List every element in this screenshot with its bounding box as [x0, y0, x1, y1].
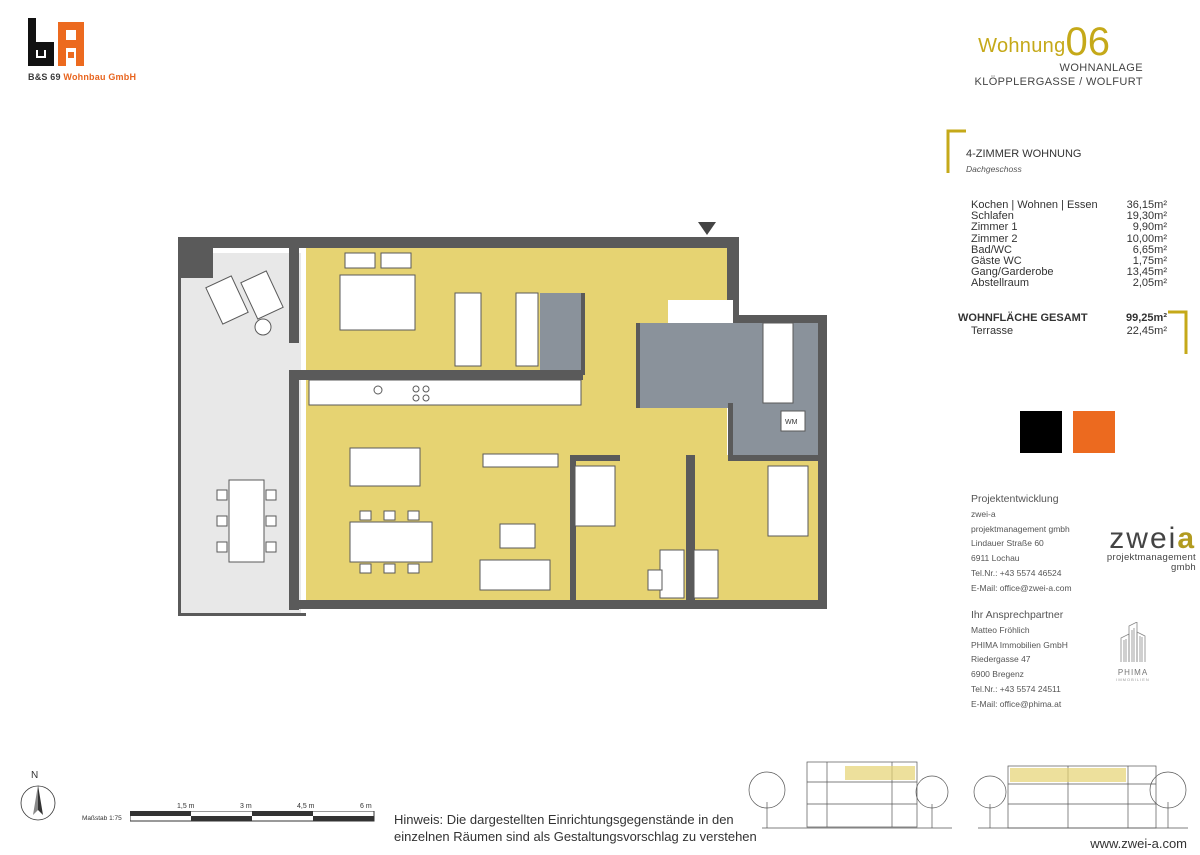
area-room: Zimmer 1: [971, 221, 1018, 234]
agent-heading: Ihr Ansprechpartner: [971, 609, 1064, 621]
company-logo: [28, 18, 88, 66]
note-line-2: einzelnen Räumen sind als Gestaltungsvor…: [394, 829, 757, 844]
company-name-main: B&S 69: [28, 72, 61, 82]
bed-master: [339, 274, 416, 331]
developer-line: 6911 Lochau: [971, 553, 1020, 564]
company-name-accent: Wohnbau GmbH: [63, 72, 137, 82]
area-row: Kochen | Wohnen | Essen 36,15m²: [971, 199, 1167, 211]
wm-label: WM: [785, 419, 798, 426]
contact-line: 6900 Bregenz: [971, 669, 1024, 680]
scale-bar: [130, 811, 375, 822]
bs69-logo-mark: [28, 18, 84, 66]
contact-line: E-Mail: office@phima.at: [971, 698, 1062, 709]
total-label: WOHNFLÄCHE GESAMT: [958, 312, 1088, 324]
area-row: Gang/Garderobe 13,45m²: [971, 267, 1167, 278]
total-bracket: [1168, 310, 1188, 354]
dining-table: [349, 521, 433, 563]
north-label: N: [31, 770, 39, 781]
area-value: 36,15m²: [1126, 199, 1167, 211]
unit-floor: Dachgeschoss: [966, 164, 1022, 174]
apartment-title: Wohnung 06: [978, 22, 1110, 62]
area-table: Kochen | Wohnen | Essen 36,15m² Schlafen 19…: [971, 199, 1167, 290]
scale-tick-label: 1,5 m: [177, 803, 195, 810]
area-room: Gang/Garderobe: [971, 266, 1054, 279]
area-row: Gäste WC 1,75m²: [971, 255, 1167, 268]
color-swatch-orange: [1073, 411, 1115, 453]
project-line-2: KLÖPPLERGASSE / WOLFURT: [974, 76, 1143, 88]
entrance-arrow: [698, 222, 716, 235]
area-row: Zimmer 1 9,90m²: [971, 222, 1167, 233]
area-value: 2,05m²: [1132, 277, 1167, 290]
terrace-table: [228, 479, 265, 563]
area-value: 1,75m²: [1132, 255, 1167, 268]
elevation-west: [748, 761, 952, 829]
developer-line: Lindauer Straße 60: [971, 538, 1044, 549]
area-row: Schlafen 19,30m²: [971, 210, 1167, 223]
developer-contact: Projektentwicklung zwei-a projektmanageme…: [971, 492, 1081, 596]
floor-plan: WM: [178, 222, 827, 616]
area-room: Zimmer 2: [971, 232, 1018, 245]
area-room: Abstellraum: [971, 277, 1030, 290]
compass-icon: [20, 785, 56, 821]
phima-sub: IMMOBILIEN: [1116, 677, 1150, 682]
color-swatch-black: [1020, 411, 1062, 453]
coffee-table: [499, 523, 536, 549]
guest-wc: [540, 293, 581, 375]
brand-sub-text: projektmanagement gmbh: [1106, 552, 1196, 573]
area-value: 9,90m²: [1132, 221, 1167, 234]
phima-building-icon: [1120, 621, 1146, 662]
developer-heading: Projektentwicklung: [971, 493, 1059, 505]
unit-type: 4-ZIMMER WOHNUNG: [966, 148, 1082, 160]
developer-line: Tel.Nr.: +43 5574 46524: [971, 567, 1062, 578]
area-row: Abstellraum 2,05m²: [971, 278, 1167, 289]
contact-line: PHIMA Immobilien GmbH: [971, 639, 1068, 650]
brand-a-text: a: [1177, 522, 1196, 555]
scale-tick-label: 6 m: [360, 803, 372, 810]
project-line-1: WOHNANLAGE: [1059, 62, 1143, 74]
total-row: WOHNFLÄCHE GESAMT 99,25m² Terrasse 22,45…: [958, 312, 1167, 338]
area-room: Gäste WC: [971, 255, 1022, 268]
phima-logo: PHIMA IMMOBILIEN: [1108, 621, 1158, 682]
contact-line: Riedergasse 47: [971, 654, 1031, 665]
note-line-1: Hinweis: Die dargestellten Einrichtungsg…: [394, 812, 734, 827]
area-room: Bad/WC: [971, 243, 1012, 256]
phima-name: PHIMA: [1117, 668, 1149, 677]
contact-line: Tel.Nr.: +43 5574 24511: [971, 683, 1061, 694]
kitchen-counter: [308, 379, 582, 406]
company-name: B&S 69 Wohnbau GmbH: [28, 72, 136, 82]
project-name: WOHNANLAGE KLÖPPLERGASSE / WOLFURT: [893, 61, 1143, 89]
furniture-note: Hinweis: Die dargestellten Einrichtungsg…: [394, 811, 757, 845]
area-value: 13,45m²: [1126, 266, 1167, 279]
wardrobe: [454, 292, 482, 367]
terrace-value: 22,45m²: [1126, 325, 1167, 338]
kitchen-island: [349, 447, 421, 487]
zwei-a-logo: zweia projektmanagement gmbh: [1084, 522, 1196, 573]
gold-bracket: [946, 129, 966, 173]
area-row: Bad/WC 6,65m²: [971, 243, 1167, 256]
total-value: 99,25m²: [1126, 312, 1167, 324]
area-value: 6,65m²: [1132, 243, 1167, 256]
area-value: 10,00m²: [1126, 232, 1167, 245]
developer-line: E-Mail: office@zwei-a.com: [971, 582, 1072, 593]
developer-line: projektmanagement gmbh: [971, 523, 1070, 534]
tv-board: [482, 453, 559, 468]
area-row: Zimmer 2 10,00m²: [971, 232, 1167, 245]
developer-line: zwei-a: [971, 508, 996, 519]
apartment-number: 06: [1065, 20, 1111, 64]
apartment-word: Wohnung: [978, 35, 1066, 57]
scale-tick-label: 4,5 m: [297, 803, 315, 810]
elevation-east: [973, 765, 1188, 829]
brand-zwei-text: zwei: [1109, 522, 1178, 555]
scale-label: Maßstab 1:75: [82, 815, 122, 822]
terrace-label: Terrasse: [971, 325, 1014, 338]
footer-url: www.zwei-a.com: [1090, 836, 1187, 851]
area-room: Schlafen: [971, 210, 1014, 223]
scale-ticks: 1,5 m 3 m 4,5 m 6 m: [130, 803, 390, 815]
area-room: Kochen | Wohnen | Essen: [971, 199, 1098, 211]
contact-line: Matteo Fröhlich: [971, 624, 1030, 635]
area-value: 19,30m²: [1126, 210, 1167, 223]
scale-tick-label: 3 m: [240, 803, 252, 810]
sofa: [479, 559, 551, 591]
